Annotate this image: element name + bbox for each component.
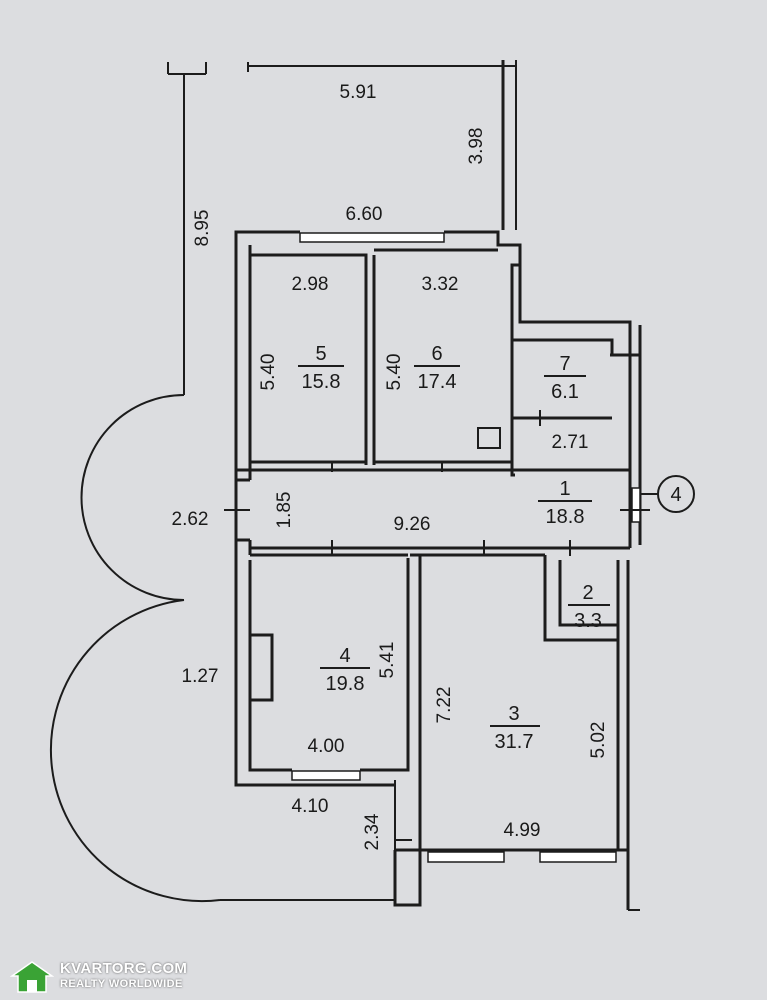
- watermark-tagline: REALTY WORLDWIDE: [60, 978, 183, 990]
- windows: [291, 232, 641, 863]
- room-area: 31.7: [495, 731, 534, 753]
- dim-room5-height: 5.40: [258, 354, 279, 391]
- room-4: 4 19.8: [320, 645, 370, 695]
- dim-top-width: 5.91: [340, 82, 377, 103]
- dim-room3-height: 7.22: [434, 687, 455, 724]
- room-number: 2: [582, 582, 593, 604]
- dim-room4-width: 4.00: [308, 736, 345, 757]
- dim-bay-gap: 1.27: [182, 666, 219, 687]
- dim-balcony-depth: 2.34: [362, 813, 383, 850]
- window-right-upper: [631, 487, 641, 523]
- interior-walls: [236, 248, 612, 702]
- room-1: 1 18.8: [538, 478, 592, 528]
- room-number: 7: [559, 353, 570, 375]
- dim-room4-outer: 4.10: [292, 796, 329, 817]
- room-labels: 5 15.8 6 17.4 7 6.1 1 18.8 2 3.3 4 19.8: [298, 343, 610, 753]
- room-number: 4: [339, 645, 350, 667]
- watermark-name: KVARTORG.COM: [60, 960, 188, 977]
- room-7: 7 6.1: [544, 353, 586, 403]
- room-area: 15.8: [302, 371, 341, 393]
- window-room4: [291, 770, 361, 781]
- axis-marker-label: 4: [670, 484, 681, 506]
- dim-room3-width: 4.99: [504, 820, 541, 841]
- room-number: 6: [431, 343, 442, 365]
- room-2: 2 3.3: [568, 582, 610, 632]
- dim-room6-height: 5.40: [384, 354, 405, 391]
- window-room3-right: [539, 851, 617, 863]
- watermark-logo: KVARTORG.COM REALTY WORLDWIDE: [8, 958, 198, 996]
- room-area: 18.8: [546, 506, 585, 528]
- dim-corridor-outer: 2.62: [172, 509, 209, 530]
- house-icon: [10, 961, 54, 993]
- dim-room1-width: 2.71: [552, 432, 589, 453]
- room-area: 17.4: [418, 371, 457, 393]
- dim-corridor-length: 9.26: [394, 514, 431, 535]
- dimension-line-left: [167, 62, 207, 395]
- room-5: 5 15.8: [298, 343, 344, 393]
- room-number: 1: [559, 478, 570, 500]
- axis-marker: 4: [640, 475, 695, 513]
- room-number: 5: [315, 343, 326, 365]
- room-number: 3: [508, 703, 519, 725]
- dim-left-height: 8.95: [192, 210, 213, 247]
- dim-room5-width: 2.98: [292, 274, 329, 295]
- outer-walls: [234, 230, 642, 910]
- dimension-line-top: [247, 60, 517, 230]
- dim-right-depth: 3.98: [466, 128, 487, 165]
- dim-room6-width: 3.32: [422, 274, 459, 295]
- dimension-ticks: [224, 410, 650, 911]
- window-room3-left: [427, 851, 505, 863]
- dimension-labels: 5.91 3.98 8.95 6.60 2.98 3.32 5.40 5.40 …: [172, 82, 609, 850]
- dim-upper-width: 6.60: [346, 204, 383, 225]
- shaft-icon: [477, 427, 501, 449]
- room-6: 6 17.4: [414, 343, 460, 393]
- dim-room3-right: 5.02: [588, 722, 609, 759]
- room-area: 6.1: [551, 381, 579, 403]
- dim-room4-height: 5.41: [377, 642, 398, 679]
- room-3: 3 31.7: [490, 703, 540, 753]
- room-area: 19.8: [326, 673, 365, 695]
- room-area: 3.3: [574, 610, 602, 632]
- dim-corridor-height: 1.85: [274, 492, 295, 529]
- window-top: [299, 232, 445, 243]
